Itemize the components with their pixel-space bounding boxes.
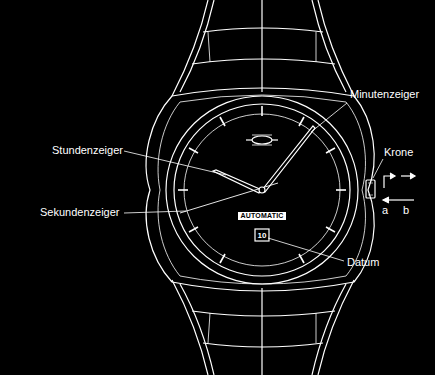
position-letter: a xyxy=(382,204,388,217)
part-label: Stundenzeiger xyxy=(52,144,123,157)
dial-text: AUTOMATIC xyxy=(238,212,285,220)
part-label: Datum xyxy=(347,256,379,269)
part-label: Sekundenzeiger xyxy=(40,206,120,219)
part-label: Krone xyxy=(384,146,413,159)
date-number: 10 xyxy=(258,231,267,240)
part-label: Minutenzeiger xyxy=(350,88,419,101)
position-letter: b xyxy=(403,204,409,217)
